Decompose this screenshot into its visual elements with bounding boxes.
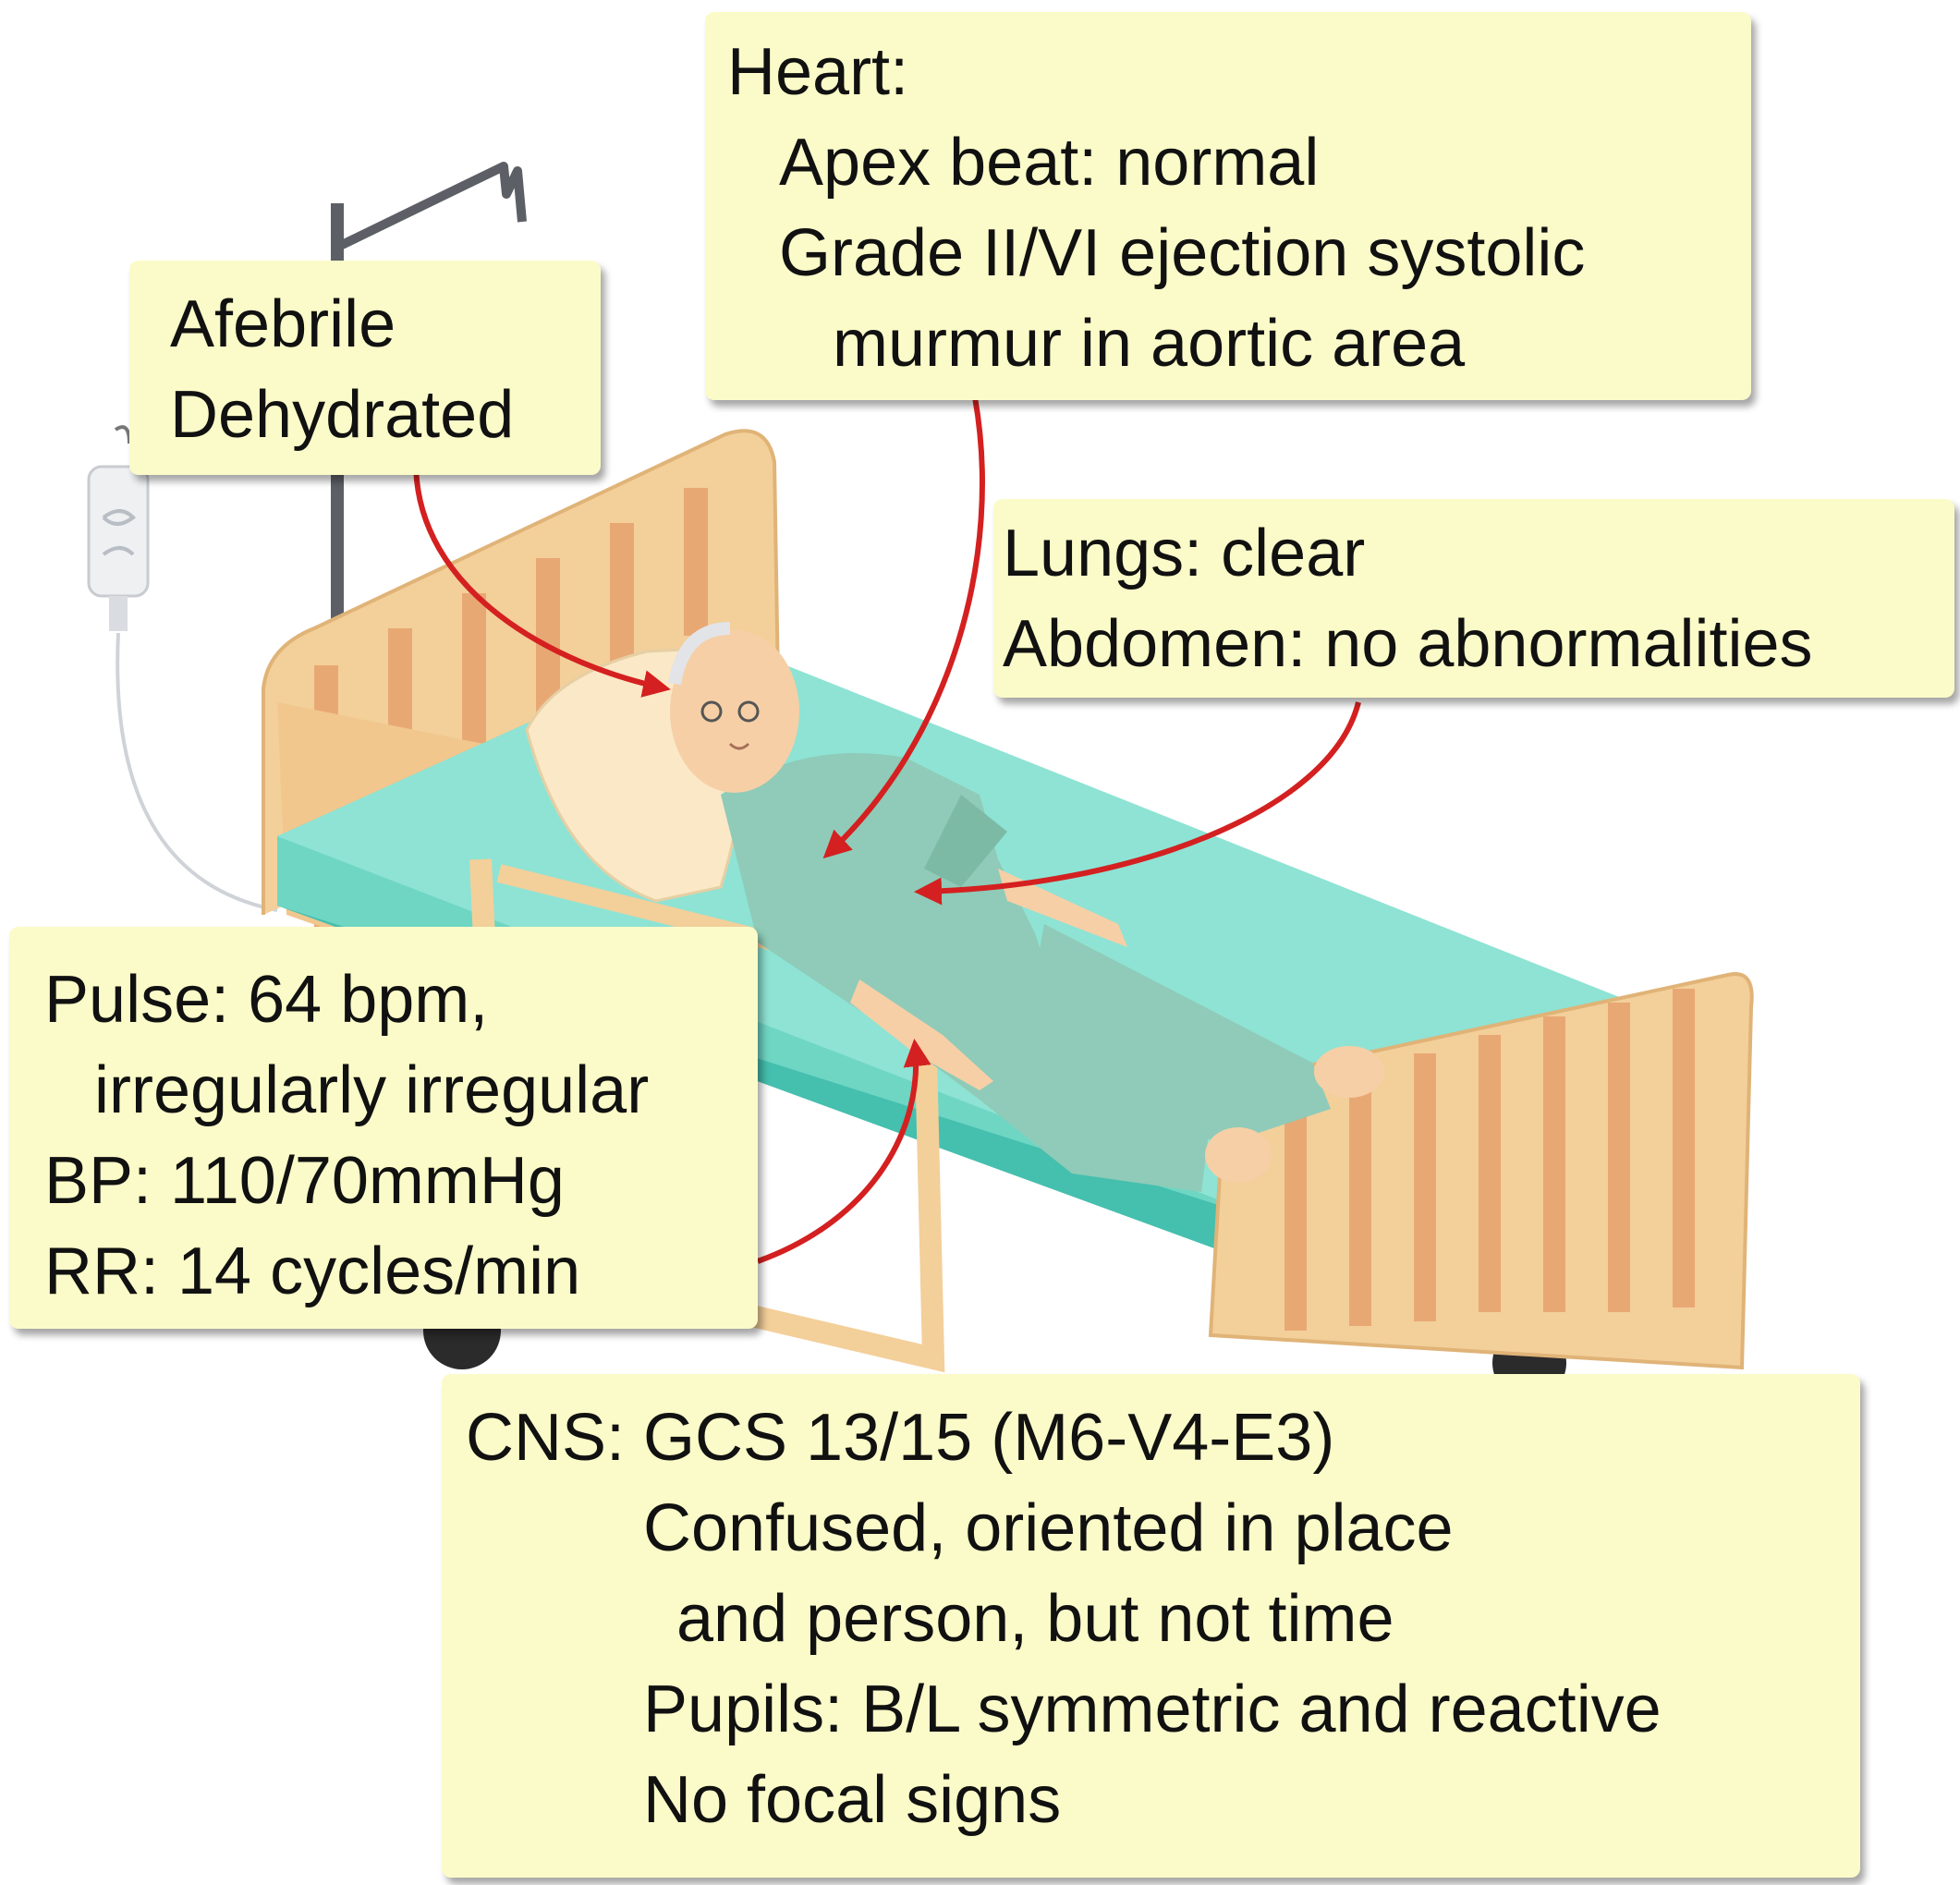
pupils-label: Pupils: B/L symmetric and reactive	[643, 1664, 1662, 1755]
pulse-label: Pulse: 64 bpm,	[44, 955, 488, 1045]
heart-findings-callout: Heart: Apex beat: normal Grade II/VI eje…	[705, 12, 1751, 400]
cns-gcs-label: CNS: GCS 13/15 (M6-V4-E3)	[466, 1392, 1334, 1483]
respiratory-rate-label: RR: 14 cycles/min	[44, 1226, 580, 1317]
pulse-rhythm-label: irregularly irregular	[94, 1045, 649, 1136]
murmur-location-label: murmur in aortic area	[833, 298, 1465, 389]
afebrile-label: Afebrile	[170, 279, 396, 370]
apex-beat-label: Apex beat: normal	[779, 117, 1319, 208]
heart-heading: Heart:	[727, 27, 908, 117]
orientation-label: Confused, oriented in place	[643, 1483, 1454, 1574]
blood-pressure-label: BP: 110/70mmHg	[44, 1136, 565, 1226]
murmur-label: Grade II/VI ejection systolic	[779, 208, 1585, 298]
orientation-detail-label: and person, but not time	[676, 1574, 1394, 1664]
lungs-label: Lungs: clear	[1003, 508, 1365, 599]
vital-signs-callout: Pulse: 64 bpm, irregularly irregular BP:…	[9, 927, 758, 1329]
dehydrated-label: Dehydrated	[170, 370, 514, 460]
abdomen-label: Abdomen: no abnormalities	[1003, 599, 1813, 689]
general-status-callout: Afebrile Dehydrated	[129, 261, 601, 475]
lungs-abdomen-callout: Lungs: clear Abdomen: no abnormalities	[993, 499, 1954, 698]
focal-signs-label: No focal signs	[643, 1755, 1061, 1845]
cns-findings-callout: CNS: GCS 13/15 (M6-V4-E3) Confused, orie…	[442, 1374, 1860, 1878]
